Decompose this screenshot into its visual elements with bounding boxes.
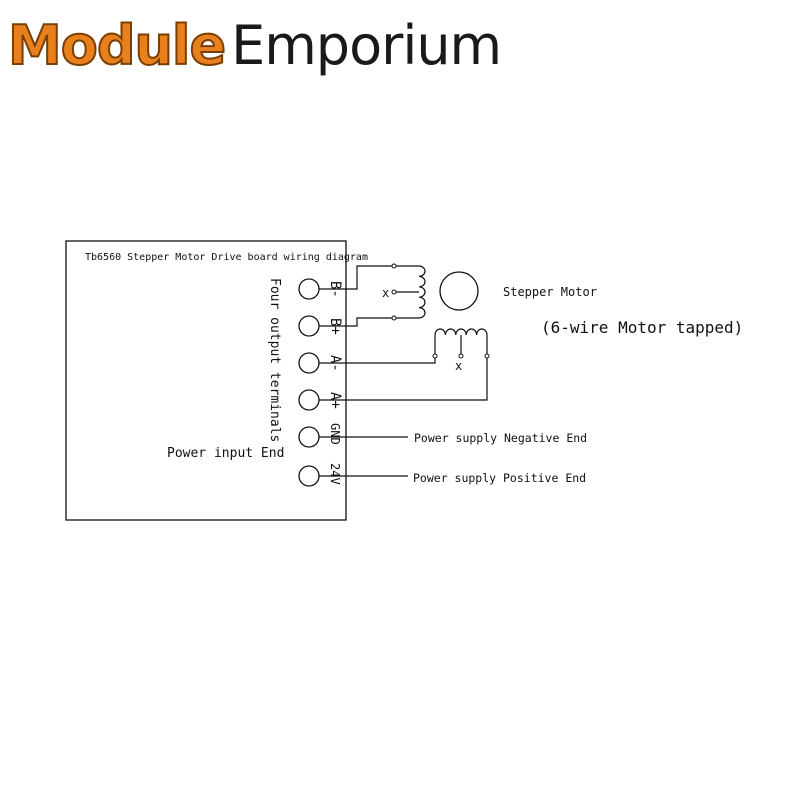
wire-a-minus [319,358,436,364]
terminal-gnd [298,426,320,448]
terminal-b-minus [298,278,320,300]
coil-a-left-node [432,353,438,359]
power-positive-label: Power supply Positive End [413,471,586,485]
logo-part-emporium: Emporium [231,14,502,77]
coil-a-center-node [458,353,464,359]
logo-part-module: Module [7,13,227,78]
terminal-a-minus [298,352,320,374]
power-negative-label: Power supply Negative End [414,431,587,445]
terminal-label-gnd: GND [328,423,342,445]
output-terminals-label: Four output terminals [267,278,282,442]
coil-b-top-node [391,263,397,269]
terminal-a-plus [298,389,320,411]
coil-b-tap-unused-mark: x [382,286,389,300]
coil-a-right-node [484,353,490,359]
stepper-motor-symbol [439,271,479,311]
terminal-label-24v: 24V [328,463,342,485]
coil-b-bottom-node [391,315,397,321]
coil-a-tap-unused-mark: x [455,359,462,373]
coil-a-winding [434,328,488,336]
coil-b-winding [418,265,426,319]
wire-a-plus [319,358,488,401]
motor-note: (6-wire Motor tapped) [541,318,743,337]
wire-b-minus [319,265,392,290]
wire-b-plus [319,317,392,327]
board-title: Tb6560 Stepper Motor Drive board wiring … [85,252,368,263]
stepper-motor-label: Stepper Motor [503,285,597,299]
terminal-24v [298,465,320,487]
power-input-label: Power input End [167,446,284,461]
coil-b-center-node [391,289,397,295]
terminal-b-plus [298,315,320,337]
driver-board-outline [65,240,347,521]
